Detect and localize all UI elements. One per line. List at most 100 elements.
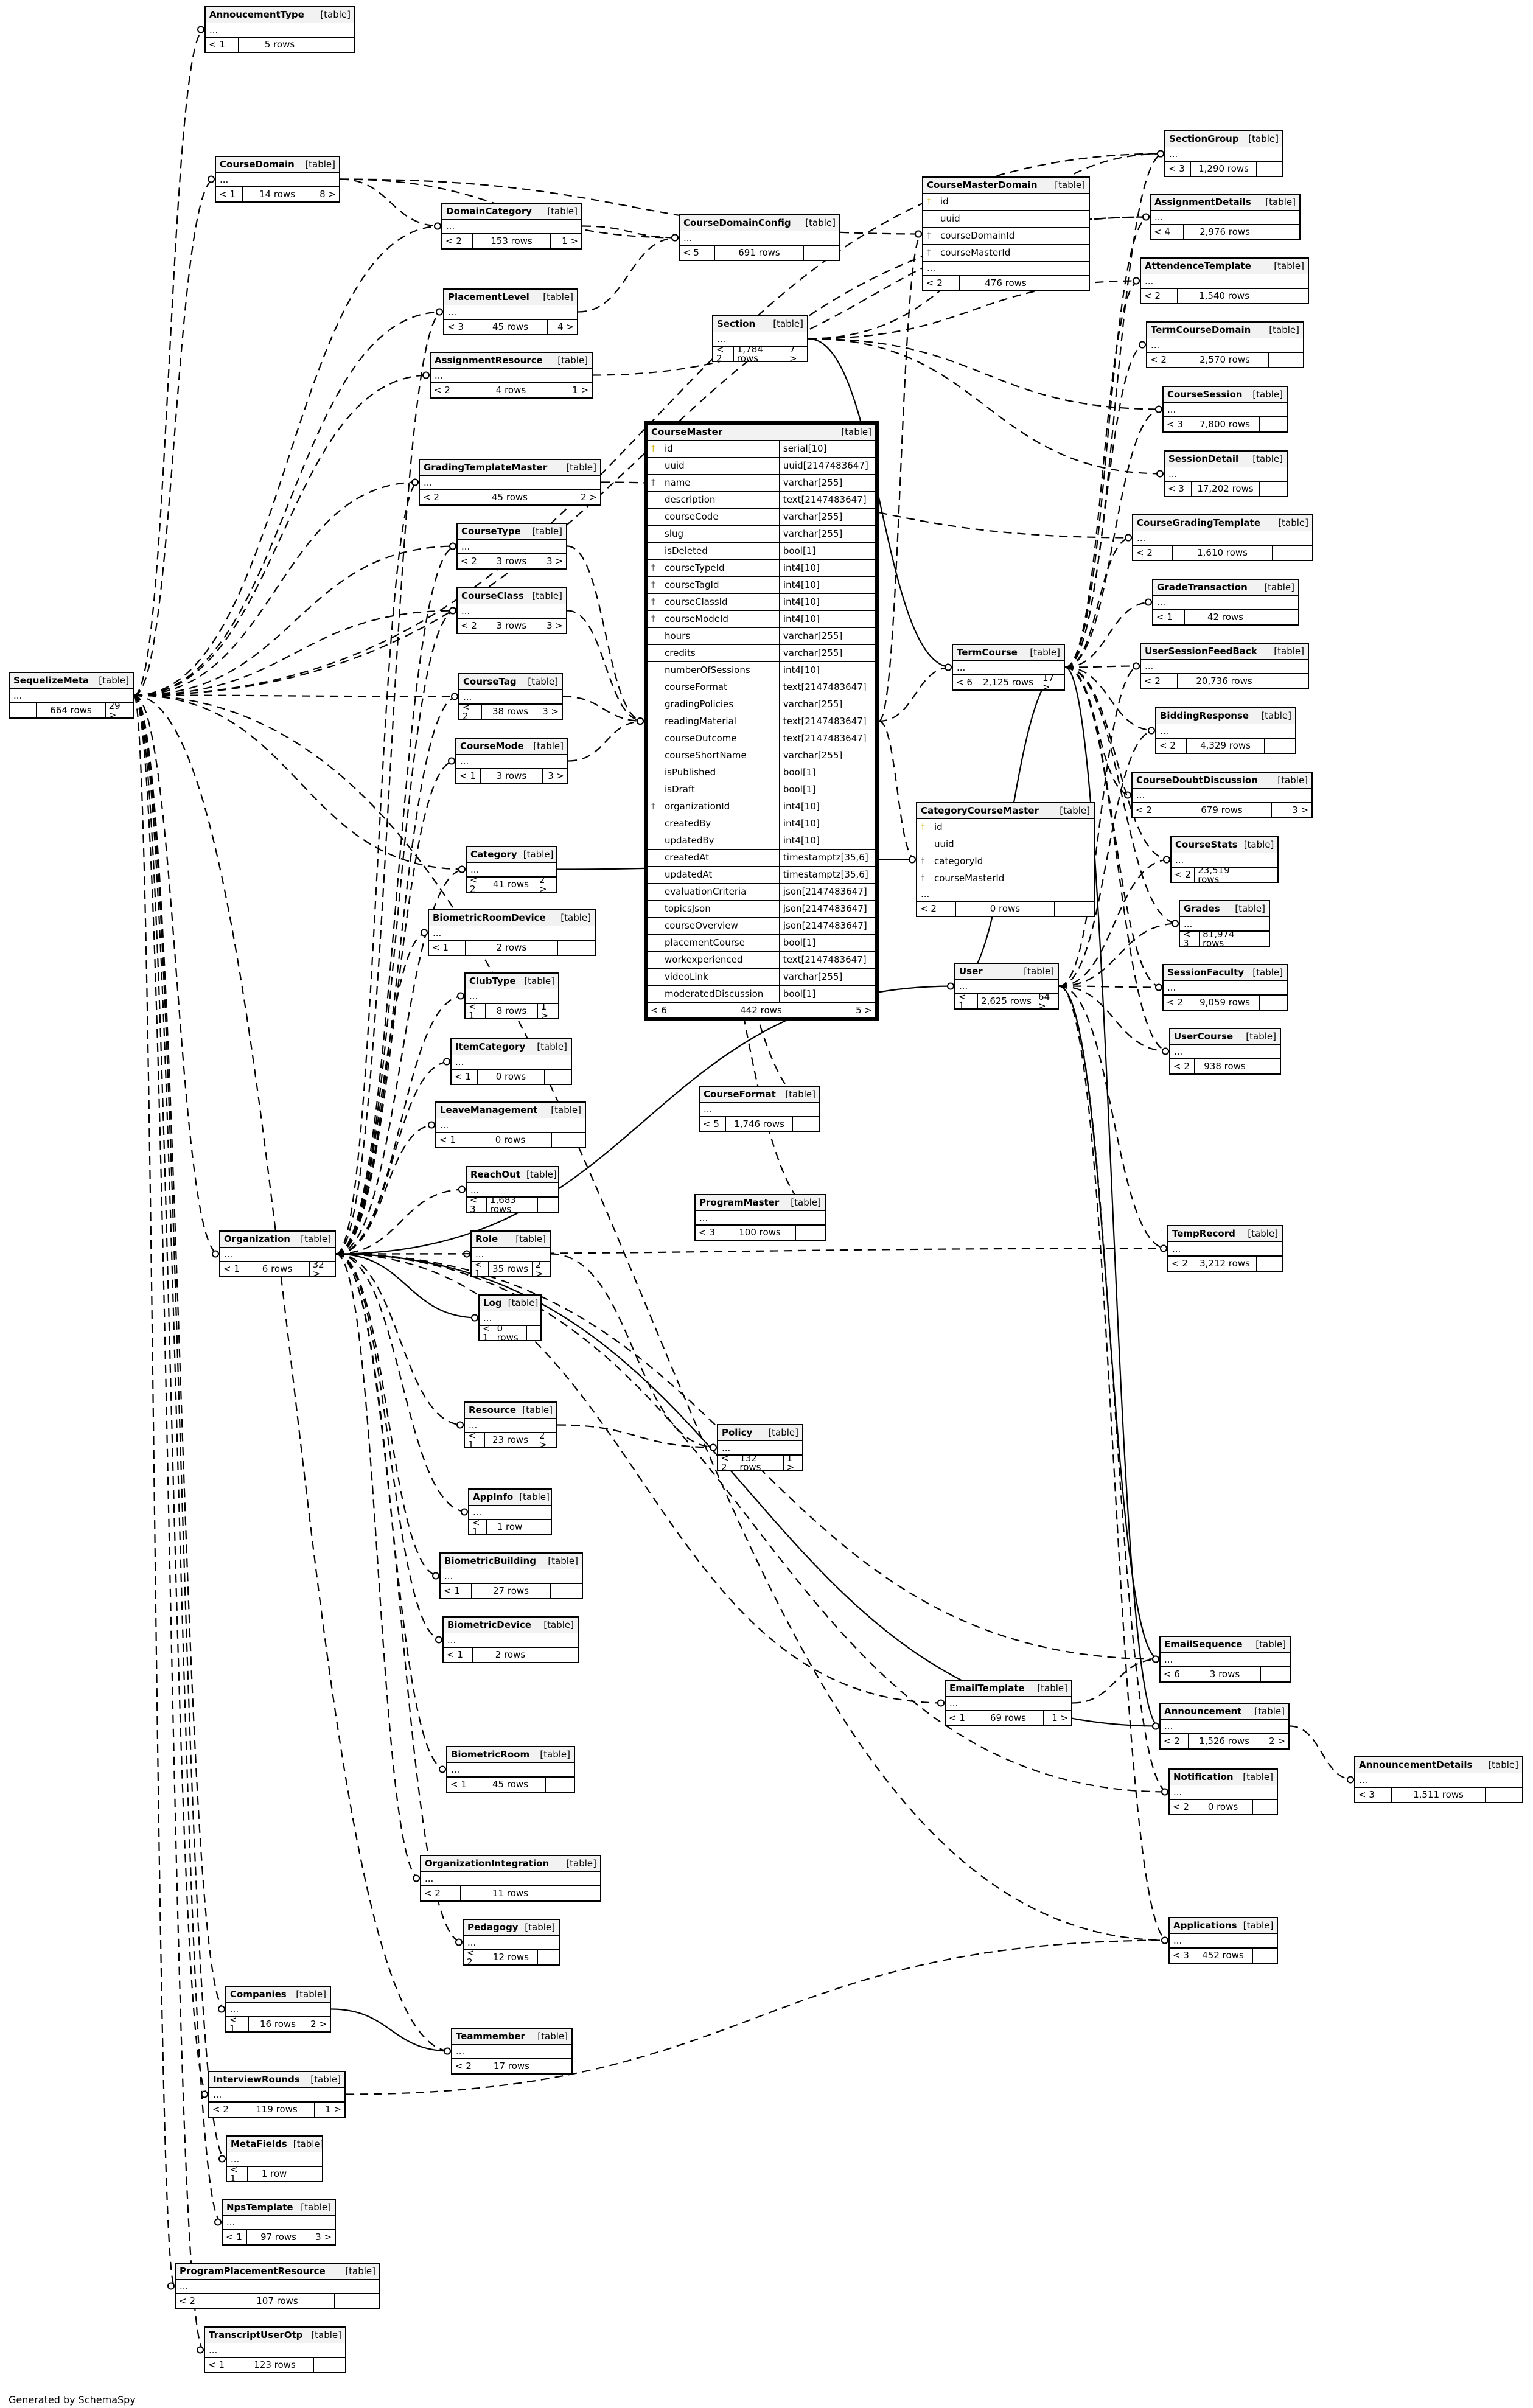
parent-count[interactable]: < 2 <box>467 875 487 893</box>
parent-count[interactable]: < 2 <box>1141 674 1178 688</box>
parent-count[interactable]: < 2 <box>713 344 734 363</box>
child-count[interactable]: 3 > <box>547 556 563 567</box>
table-name[interactable]: Log <box>483 1297 502 1308</box>
child-count[interactable] <box>551 1584 582 1598</box>
table-name[interactable]: BiddingResponse <box>1160 710 1249 721</box>
table-name[interactable]: ReachOut <box>470 1169 521 1180</box>
parent-count[interactable]: < 2 <box>458 554 482 568</box>
parent-count[interactable] <box>10 703 37 717</box>
table-name[interactable]: UserCourse <box>1174 1031 1234 1042</box>
table-name[interactable]: Notification <box>1173 1771 1234 1782</box>
parent-count[interactable]: < 3 <box>696 1226 724 1240</box>
parent-count[interactable]: < 2 <box>1164 996 1191 1010</box>
child-count[interactable]: 4 > <box>557 321 574 332</box>
table-name[interactable]: EmailTemplate <box>949 1683 1025 1694</box>
parent-count[interactable]: < 2 <box>1156 739 1187 753</box>
table-name[interactable]: User <box>959 966 983 977</box>
parent-count[interactable]: < 2 <box>718 1453 737 1471</box>
child-count[interactable]: 2 > <box>310 2019 327 2029</box>
table-name[interactable]: BiometricRoom <box>451 1749 530 1760</box>
child-count[interactable] <box>1253 1800 1277 1814</box>
parent-count[interactable]: < 1 <box>472 1260 489 1278</box>
table-name[interactable]: CourseDomain <box>220 159 295 170</box>
child-count[interactable] <box>1271 289 1308 303</box>
table-name[interactable]: Role <box>475 1234 498 1244</box>
table-name[interactable]: ProgramMaster <box>699 1197 780 1208</box>
parent-count[interactable]: < 2 <box>1133 803 1172 817</box>
child-count[interactable]: 2 > <box>535 1258 543 1279</box>
child-count[interactable]: 3 > <box>542 706 559 717</box>
table-name[interactable]: Announcement <box>1164 1706 1242 1717</box>
table-name[interactable]: Section <box>717 318 756 329</box>
column-row[interactable]: †categoryId <box>917 853 1094 870</box>
parent-count[interactable]: < 1 <box>206 38 239 52</box>
column-row[interactable]: †courseMasterId <box>917 870 1094 887</box>
table-name[interactable]: CourseClass <box>461 590 524 601</box>
child-count[interactable] <box>1266 610 1298 624</box>
child-count[interactable] <box>546 1778 574 1792</box>
column-row[interactable]: uuid <box>917 836 1094 853</box>
child-count[interactable] <box>1269 353 1303 367</box>
child-count[interactable]: 3 > <box>547 620 563 631</box>
child-count[interactable]: 8 > <box>320 189 336 200</box>
parent-count[interactable]: < 2 <box>464 1948 485 1966</box>
child-count[interactable] <box>1052 276 1089 290</box>
table-name[interactable]: AppInfo <box>473 1492 514 1502</box>
child-count[interactable] <box>533 1520 551 1534</box>
child-count[interactable]: 5 > <box>856 1005 872 1016</box>
table-name[interactable]: CourseDoubtDiscussion <box>1136 775 1258 786</box>
parent-count[interactable]: < 3 <box>444 320 473 334</box>
parent-count[interactable]: < 2 <box>1147 353 1182 367</box>
child-count[interactable] <box>1260 417 1287 431</box>
parent-count[interactable]: < 1 <box>220 1262 246 1276</box>
table-name[interactable]: CourseMaster <box>651 427 723 438</box>
parent-count[interactable]: < 1 <box>205 2358 236 2372</box>
parent-count[interactable]: < 1 <box>465 1431 485 1449</box>
child-count[interactable]: 1 > <box>562 236 578 246</box>
table-name[interactable]: SectionGroup <box>1169 133 1239 144</box>
table-name[interactable]: BiometricBuilding <box>444 1555 536 1566</box>
parent-count[interactable]: < 3 <box>1355 1788 1392 1802</box>
child-count[interactable] <box>552 1133 585 1147</box>
child-count[interactable] <box>545 2059 571 2073</box>
table-name[interactable]: PlacementLevel <box>448 291 529 302</box>
table-name[interactable]: Companies <box>230 1989 287 2000</box>
table-name[interactable]: Teammember <box>456 2031 525 2042</box>
child-count[interactable]: 1 > <box>786 1452 795 1473</box>
child-count[interactable]: 3 > <box>315 2232 332 2242</box>
parent-count[interactable]: < 3 <box>1165 162 1192 176</box>
parent-count[interactable]: < 1 <box>216 187 243 201</box>
table-name[interactable]: AssignmentResource <box>435 355 543 366</box>
